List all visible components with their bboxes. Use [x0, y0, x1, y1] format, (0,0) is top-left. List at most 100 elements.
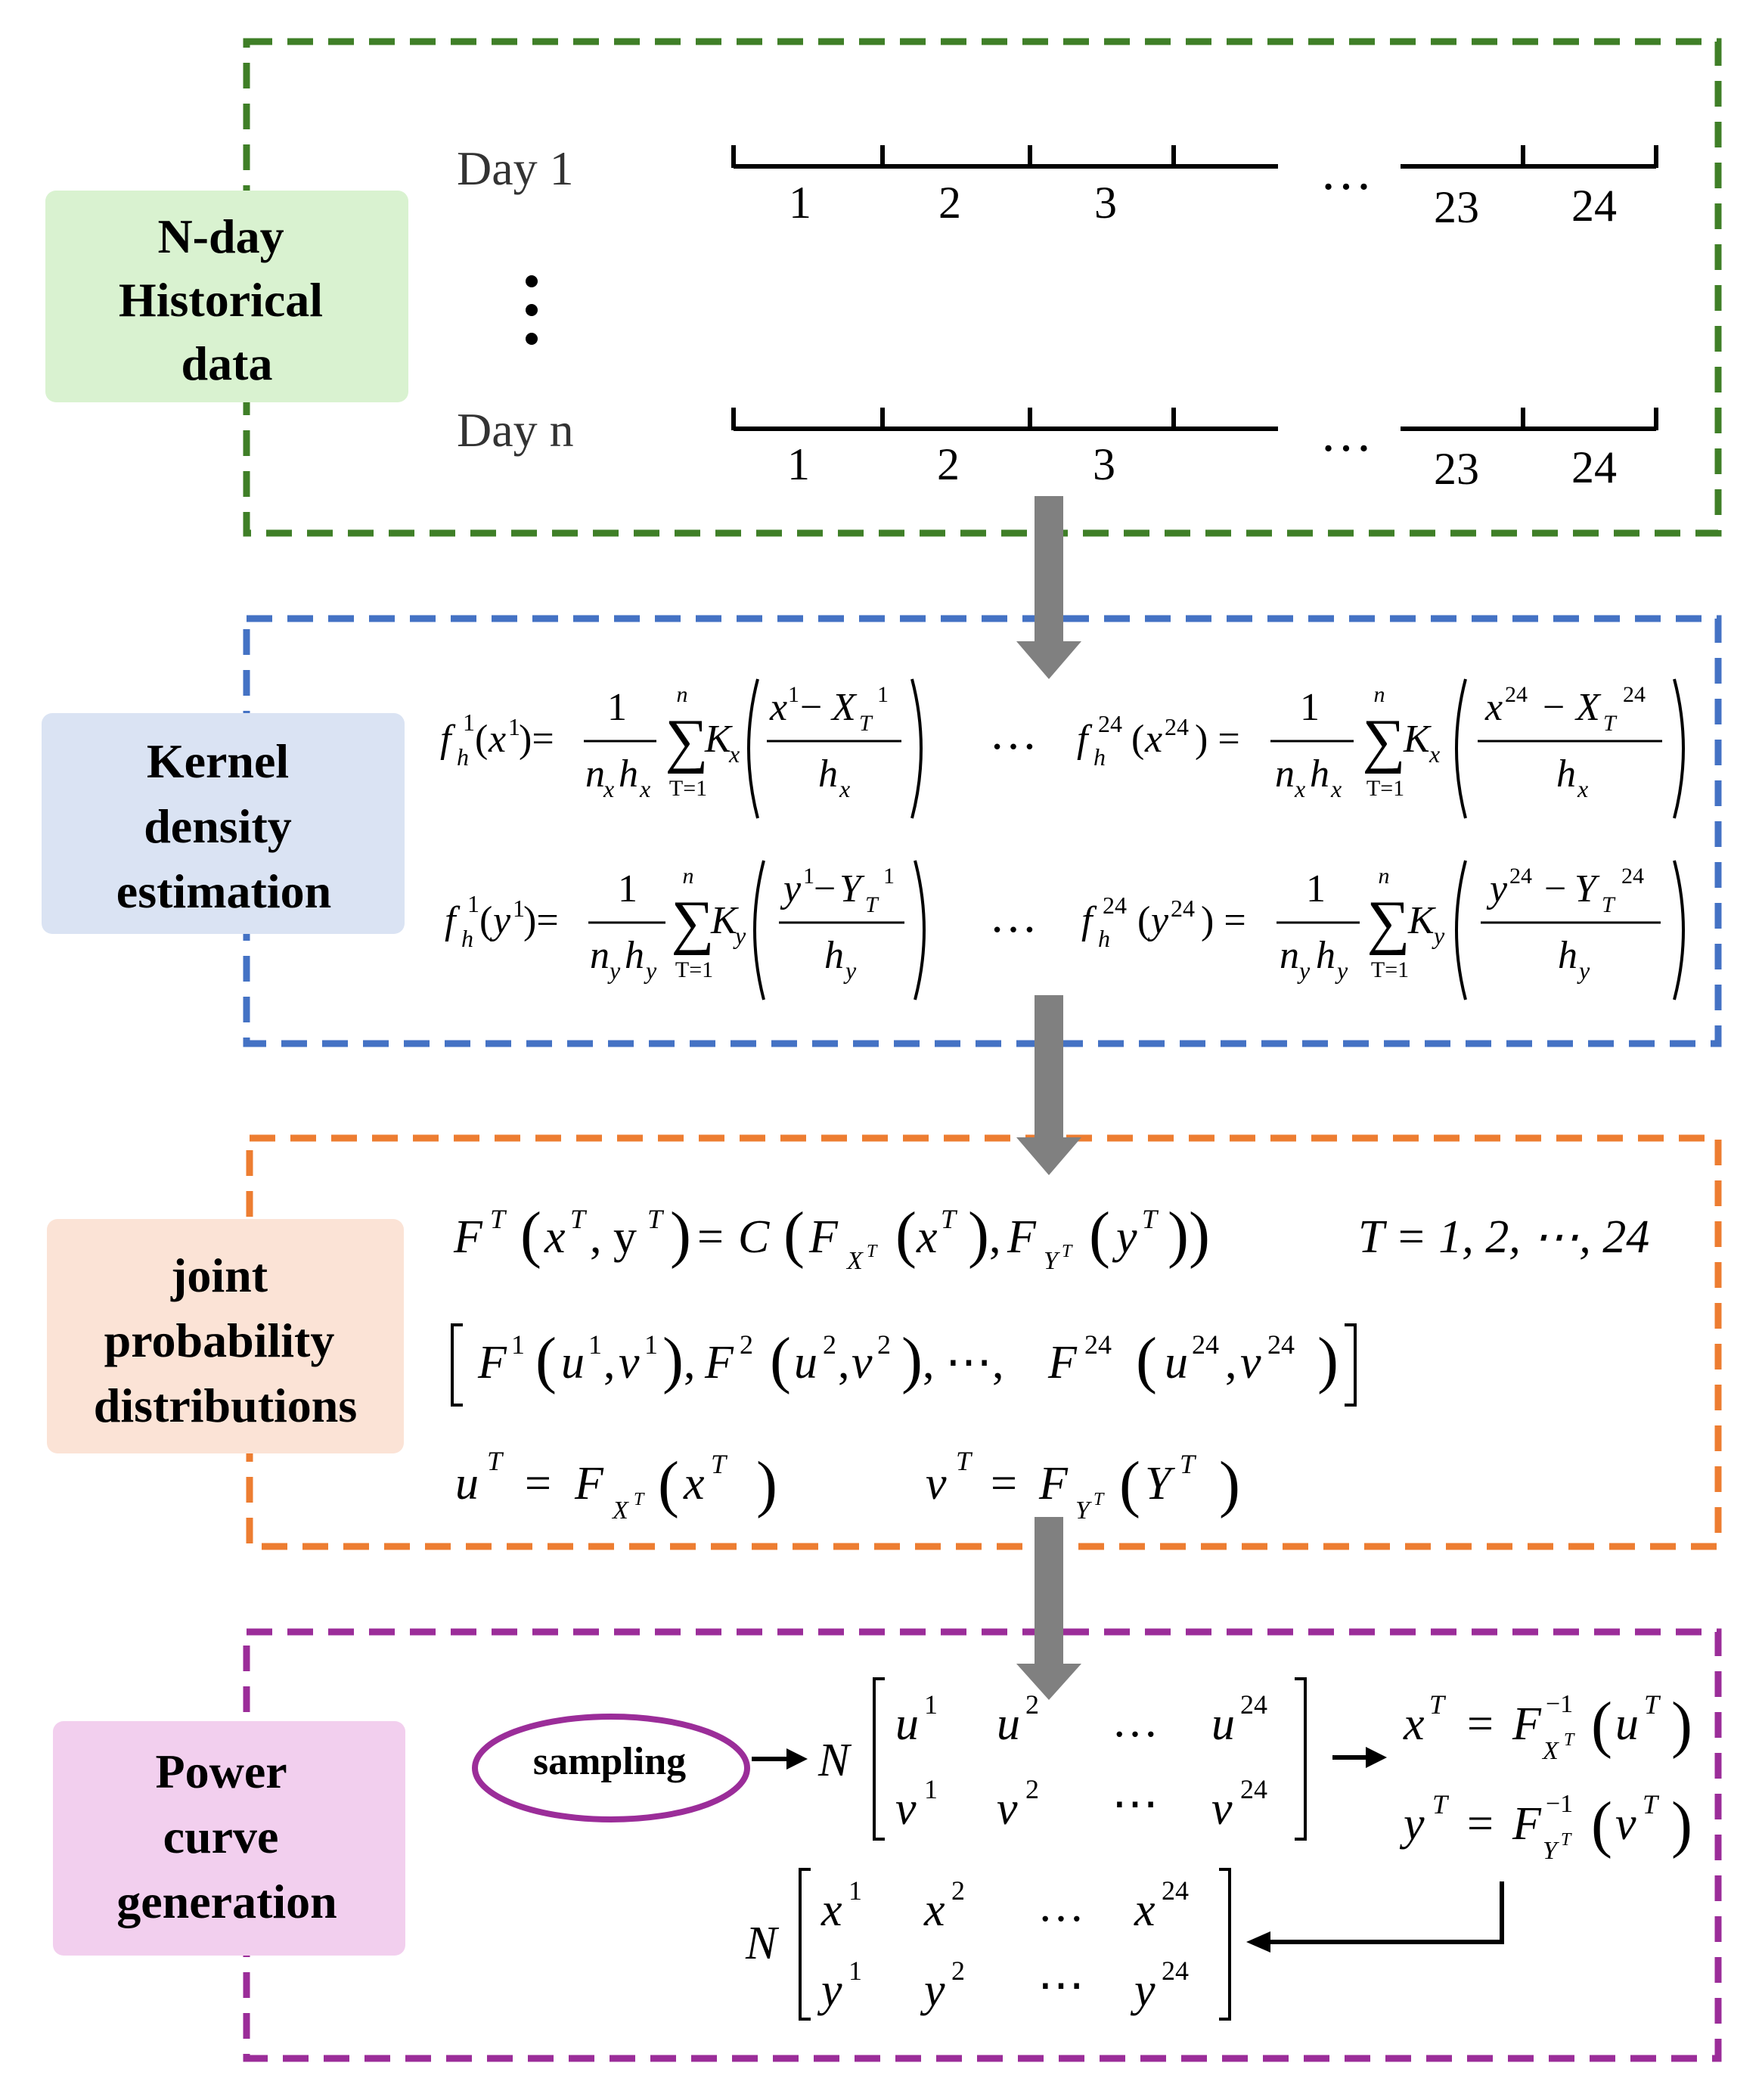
svg-text:−: −: [1543, 686, 1565, 729]
svg-text:=: =: [697, 1211, 724, 1263]
svg-text:=: =: [991, 1458, 1017, 1509]
svg-text:24: 24: [1267, 1329, 1295, 1360]
svg-text:u: u: [455, 1458, 479, 1509]
timeline-day-n-tick-labels: 1 2 3 23 24: [787, 439, 1617, 494]
tick-label: 1: [787, 439, 810, 489]
kde-formula-y-hour-24: f h 24 ( y 24 ) = 1 n y h y n ∑ T=1 K y …: [1081, 860, 1685, 1000]
svg-text:∑: ∑: [1366, 889, 1410, 956]
stage-historical-label-line: Historical: [119, 273, 323, 327]
subscript: y: [1577, 957, 1590, 984]
arrow-matrix-to-inverse: [1332, 1747, 1387, 1768]
svg-text:C: C: [738, 1211, 770, 1263]
timeline-day-n: [731, 408, 1658, 431]
v-marginal-equation: v T = F Y T ( Y T ): [926, 1446, 1240, 1525]
svg-text:X: X: [1541, 1737, 1559, 1765]
svg-text:=: =: [1467, 1798, 1494, 1850]
svg-text:h: h: [1558, 934, 1577, 977]
hour-superscript: 24: [1621, 864, 1644, 889]
svg-text:K: K: [704, 718, 733, 761]
svg-text:F: F: [453, 1211, 483, 1263]
svg-text:T: T: [1062, 1242, 1073, 1261]
svg-text:24: 24: [1162, 1956, 1189, 1986]
svg-text:⋯,: ⋯,: [945, 1337, 1004, 1388]
svg-text:): ): [670, 1199, 691, 1270]
var-symbol: y: [489, 899, 511, 942]
svg-text:(: (: [1089, 1199, 1110, 1270]
stage-historical-label: N-day Historical data: [119, 209, 335, 390]
svg-text:n: n: [590, 934, 610, 977]
svg-text:f: f: [1077, 718, 1093, 761]
svg-text:): ): [1671, 1789, 1692, 1860]
subscript: y: [1297, 957, 1311, 984]
hour-superscript: 24: [1171, 895, 1195, 922]
svg-text:): ): [1168, 1199, 1189, 1270]
svg-text:(: (: [1591, 1689, 1612, 1760]
cap-symbol: X: [830, 686, 858, 729]
kde-ellipsis: …: [989, 706, 1038, 759]
subscript: y: [644, 957, 657, 984]
svg-text:) =: ) =: [1195, 718, 1240, 761]
stage-kde-label-line: Kernel: [147, 734, 289, 788]
svg-text:): ): [901, 1325, 923, 1395]
hour-superscript: 24: [1165, 713, 1189, 740]
svg-text:2: 2: [740, 1329, 753, 1360]
svg-text:x: x: [1403, 1698, 1425, 1750]
kde-formula-x-hour-1: f h 1 ( x 1 )= 1 n x h x n ∑ T=1 K x x 1…: [440, 678, 923, 819]
svg-text:…: …: [1112, 1695, 1159, 1747]
svg-text:)=: )=: [523, 899, 559, 942]
timeline-ellipsis: …: [1320, 405, 1373, 463]
svg-text:): ): [1317, 1325, 1339, 1395]
svg-text:1: 1: [924, 1689, 938, 1720]
sampling-label: sampling: [533, 1740, 686, 1783]
svg-text:T: T: [570, 1204, 588, 1234]
svg-text:h: h: [1098, 925, 1110, 952]
tick-label: 2: [937, 439, 960, 489]
svg-text:F: F: [1038, 1458, 1069, 1509]
svg-text:1: 1: [848, 1956, 862, 1986]
timeline-day-1: [731, 145, 1658, 169]
svg-text:u: u: [997, 1698, 1020, 1750]
svg-text:K: K: [1407, 899, 1436, 942]
hour-superscript: 24: [1098, 710, 1122, 737]
svg-text:−1: −1: [1546, 1790, 1573, 1818]
cap-symbol: X: [1574, 686, 1602, 729]
svg-text:y: y: [1112, 1211, 1137, 1263]
svg-text:Y: Y: [1075, 1497, 1092, 1525]
svg-text:X: X: [845, 1247, 864, 1275]
svg-text:,: ,: [684, 1337, 696, 1388]
hour-superscript: 1: [803, 864, 814, 889]
sum-upper-limit: n: [1379, 864, 1390, 889]
down-arrow-3-to-4: [1016, 1517, 1081, 1700]
svg-text:2: 2: [951, 1875, 965, 1906]
stage-joint-label-box: [47, 1219, 404, 1453]
svg-text:∑: ∑: [1362, 708, 1405, 774]
svg-text:T: T: [1432, 1789, 1450, 1819]
svg-text:T: T: [1564, 1730, 1575, 1750]
tick-label: 24: [1571, 442, 1617, 492]
svg-text:)=: )=: [519, 718, 554, 761]
svg-text:u: u: [794, 1337, 817, 1388]
svg-text:∑: ∑: [671, 889, 714, 956]
var-symbol: y: [1486, 867, 1508, 910]
stage-historical-label-line: N-day: [157, 209, 284, 263]
svg-text:h: h: [1316, 934, 1335, 977]
subscript: x: [1330, 775, 1342, 802]
subscript: y: [733, 922, 746, 949]
svg-text:∑: ∑: [665, 708, 708, 774]
svg-text:u: u: [1615, 1698, 1639, 1750]
copula-set: F 1 ( u 1 , v 1 ) , F 2 ( u 2 , v 2 ) , …: [451, 1323, 1357, 1407]
svg-text:n: n: [1280, 934, 1299, 977]
var-symbol: y: [780, 867, 802, 910]
svg-text:(: (: [658, 1449, 679, 1519]
stage-joint-label-line: probability: [104, 1314, 335, 1367]
subscript: y: [843, 957, 857, 984]
timeline-day-1-tick-labels: 1 2 3 23 24: [789, 178, 1617, 232]
svg-text:h: h: [1556, 752, 1576, 796]
svg-text:n: n: [585, 752, 605, 796]
subscript: x: [728, 740, 740, 768]
svg-text:): ): [1671, 1689, 1692, 1760]
svg-text:1: 1: [644, 1329, 658, 1360]
svg-text:1: 1: [924, 1774, 938, 1804]
svg-text:T: T: [865, 892, 879, 917]
inverse-x-equation: x T = F −1 X T ( u T ): [1403, 1689, 1692, 1765]
